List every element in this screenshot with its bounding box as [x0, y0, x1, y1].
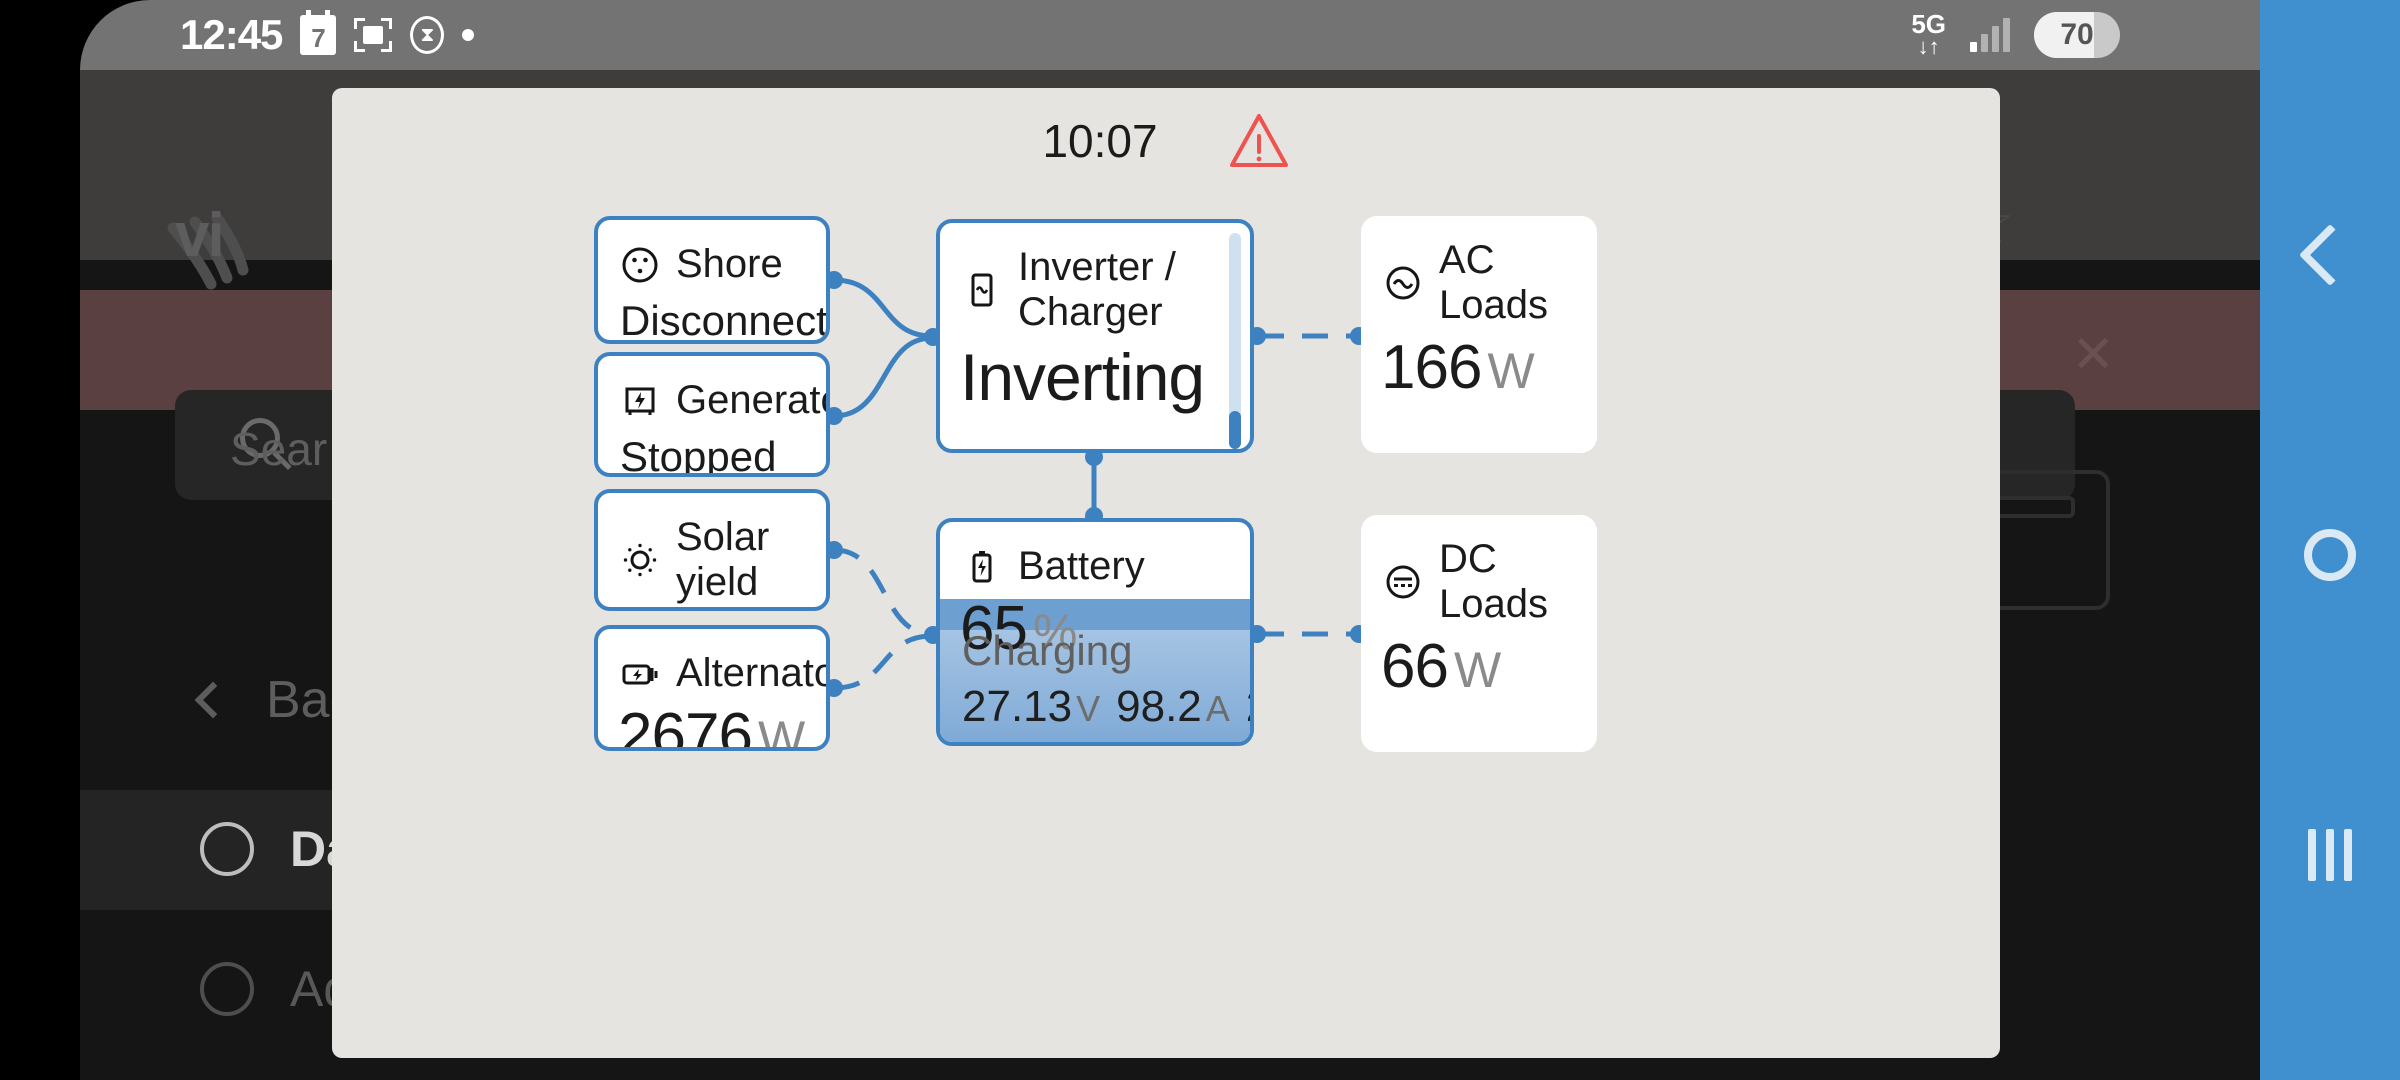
- network-arrows: ↓↑: [1918, 37, 1940, 58]
- nav-recents-icon[interactable]: [2260, 800, 2400, 910]
- battery-current: 98.2: [1116, 682, 1202, 731]
- card-title: Shore: [676, 242, 783, 287]
- dashboard-icon: [200, 822, 254, 876]
- calendar-icon: 7: [300, 15, 336, 55]
- dc-line-icon: [1383, 562, 1423, 602]
- card-title: DC Loads: [1439, 537, 1597, 627]
- dot-icon: [462, 29, 474, 41]
- card-header: Alternator: [598, 629, 826, 696]
- card-value-row: 250W: [598, 605, 826, 611]
- generator-icon: [620, 381, 660, 421]
- card-solar-yield[interactable]: Solar yield 250W: [594, 489, 830, 611]
- search-placeholder: Sear: [230, 422, 327, 476]
- card-unit: W: [758, 711, 804, 751]
- card-status: Stopped: [598, 423, 826, 477]
- card-title: Generator: [676, 378, 830, 423]
- card-title: Inverter / Charger: [1018, 245, 1250, 335]
- card-title: Battery: [1018, 544, 1145, 589]
- card-value: 250: [618, 610, 718, 611]
- card-status: Inverting: [940, 335, 1250, 415]
- victron-dashboard-dialog: 10:07: [332, 88, 2000, 1058]
- battery-power: 2664: [1246, 682, 1254, 731]
- status-bar-left: 12:45 7 ⧗: [180, 11, 474, 59]
- battery-voltage: 27.13: [962, 682, 1072, 731]
- battery-status-badge: 70: [2034, 12, 2120, 58]
- calendar-day: 7: [311, 23, 325, 54]
- dashboard-time: 10:07: [1042, 114, 1157, 168]
- ac-sine-icon: [1383, 263, 1423, 303]
- brand-label: vi: [175, 200, 223, 271]
- signal-bars-icon: [1970, 18, 2010, 52]
- battery-current-unit: A: [1206, 688, 1230, 729]
- card-header: Generator: [598, 356, 826, 423]
- battery-voltage-unit: V: [1076, 688, 1100, 729]
- card-header: Battery: [940, 522, 1250, 589]
- battery-measurements: 27.13V98.2A2664W: [940, 682, 1254, 732]
- card-alternator[interactable]: Alternator 2676W: [594, 625, 830, 751]
- card-value-row: 166W: [1361, 328, 1597, 403]
- card-unit: W: [1454, 642, 1500, 698]
- battery-bolt-icon: [962, 547, 1002, 587]
- network-5g-icon: 5G ↓↑: [1911, 12, 1946, 58]
- card-title: Solar yield: [676, 515, 826, 605]
- card-value: 166: [1381, 333, 1481, 402]
- card-generator[interactable]: Generator Stopped: [594, 352, 830, 477]
- advanced-icon: [200, 962, 254, 1016]
- banner-close-icon[interactable]: ✕: [2071, 325, 2115, 385]
- status-bar: 12:45 7 ⧗ 5G ↓↑ 70: [80, 0, 2260, 70]
- card-value-row: 2676W: [598, 696, 826, 751]
- card-shore[interactable]: Shore Disconnected: [594, 216, 830, 344]
- hourglass-icon: ⧗: [410, 16, 444, 54]
- card-dc-loads[interactable]: DC Loads 66W: [1361, 515, 1597, 752]
- alternator-battery-bolt-icon: [620, 654, 660, 694]
- battery-percent-label: 70: [2060, 18, 2093, 52]
- card-value: 66: [1381, 632, 1448, 701]
- card-ac-loads[interactable]: AC Loads 166W: [1361, 216, 1597, 453]
- card-value-row: 66W: [1361, 627, 1597, 702]
- scrollbar-thumb[interactable]: [1229, 411, 1241, 449]
- nav-back-icon[interactable]: [2260, 200, 2400, 310]
- sun-icon: [620, 540, 660, 580]
- chevron-left-icon: [195, 682, 232, 719]
- card-status: Charging: [940, 617, 1132, 675]
- nav-home-icon[interactable]: [2260, 500, 2400, 610]
- card-header: Solar yield: [598, 493, 826, 605]
- card-value: 2676: [618, 701, 752, 751]
- card-header: Inverter / Charger: [940, 223, 1250, 335]
- system-navigation-bar: [2260, 0, 2400, 1080]
- card-unit: W: [1487, 343, 1533, 399]
- card-inverter-charger[interactable]: Inverter / Charger Inverting: [936, 219, 1254, 453]
- shore-power-socket-icon: [620, 245, 660, 285]
- screenshot-icon: [354, 18, 392, 52]
- card-title: Alternator: [676, 651, 830, 696]
- inverter-charger-icon: [962, 270, 1002, 310]
- dialog-header: 10:07: [332, 88, 2000, 193]
- card-status: Disconnected: [598, 287, 826, 344]
- card-header: Shore: [598, 220, 826, 287]
- card-title: AC Loads: [1439, 238, 1597, 328]
- status-bar-right: 5G ↓↑ 70: [1911, 12, 2120, 58]
- card-header: AC Loads: [1361, 216, 1597, 328]
- warning-triangle-icon[interactable]: [1228, 112, 1290, 170]
- card-battery[interactable]: Battery 65% Charging 27.13V98.2A2664W: [936, 518, 1254, 746]
- card-header: DC Loads: [1361, 515, 1597, 627]
- status-clock: 12:45: [180, 11, 282, 59]
